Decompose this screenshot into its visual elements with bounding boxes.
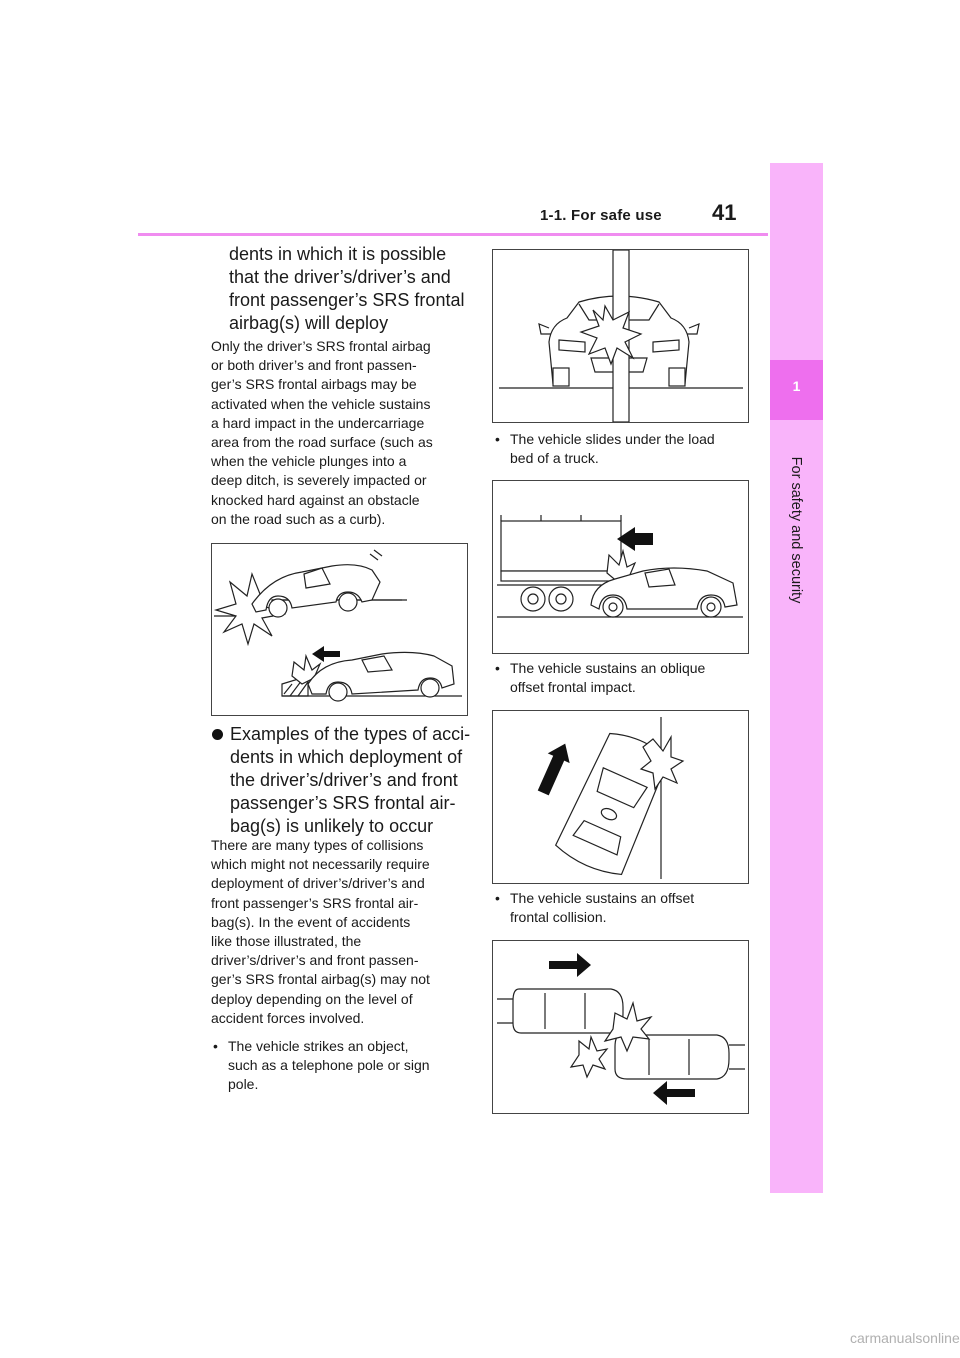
bullet-mark: • [495, 431, 500, 447]
bullet-telephone-pole: • The vehicle strikes an object, such as… [211, 1037, 430, 1095]
heading-line: Examples of the types of acci- [230, 724, 471, 744]
text-line: accident forces involved. [211, 1009, 365, 1026]
text-line: deploy depending on the level of [211, 990, 413, 1007]
text-line: frontal collision. [510, 909, 607, 926]
bullet-mark: • [495, 660, 500, 676]
heading-line: dents in which deployment of [230, 747, 463, 767]
text-line: bed of a truck. [510, 450, 599, 467]
heading-bullet-dot [212, 729, 223, 740]
text-line: driver’s/driver’s and front passen- [211, 952, 419, 969]
header-rule [138, 233, 768, 236]
figure-offset-frontal-collision [492, 940, 749, 1114]
figure-truck-underride [492, 480, 749, 654]
text-line: Only the driver’s SRS frontal airbag [211, 338, 431, 354]
bullet-offset-frontal: • The vehicle sustains an offset frontal… [493, 889, 694, 927]
text-line: The vehicle sustains an oblique [510, 660, 706, 676]
bullet-oblique-offset: • The vehicle sustains an oblique offset… [493, 659, 705, 697]
heading-line: dents in which it is possible [229, 244, 447, 264]
chapter-side-tab [770, 163, 823, 1193]
heading-line: airbag(s) will deploy [229, 313, 389, 333]
text-line: The vehicle strikes an object, [228, 1038, 409, 1054]
text-line: There are many types of collisions [211, 837, 424, 853]
heading-continued: dents in which it is possible that the d… [229, 243, 464, 335]
page-number: 41 [712, 200, 737, 225]
heading-line: that the driver’s/driver’s and [229, 267, 451, 287]
text-line: pole. [228, 1076, 259, 1093]
text-line: deployment of driver’s/driver’s and [211, 875, 425, 892]
text-line: The vehicle slides under the load [510, 431, 715, 447]
heading-line: passenger’s SRS frontal air- [230, 793, 456, 813]
watermark: carmanualsonline.info [850, 1330, 960, 1346]
text-line: ger’s SRS frontal airbag(s) may not [211, 971, 430, 988]
figure-pole-impact [492, 249, 749, 423]
bullet-mark: • [213, 1038, 218, 1054]
text-line: area from the road surface (such as [211, 434, 433, 451]
text-line: The vehicle sustains an offset [510, 890, 695, 906]
heading-line: bag(s) is unlikely to occur [230, 816, 434, 836]
text-line: on the road such as a curb). [211, 510, 386, 527]
heading-line: the driver’s/driver’s and front [230, 770, 458, 790]
paragraph-undercarriage: Only the driver’s SRS frontal airbag or … [211, 337, 433, 529]
text-line: ger’s SRS frontal airbags may be [211, 376, 417, 393]
text-line: knocked hard against an obstacle [211, 491, 420, 508]
text-line: offset frontal impact. [510, 679, 636, 696]
text-line: or both driver’s and front passen- [211, 357, 417, 374]
text-line: like those illustrated, the [211, 933, 362, 950]
bullet-truck: • The vehicle slides under the load bed … [493, 430, 715, 468]
heading-unlikely-deploy: Examples of the types of acci- dents in … [212, 723, 470, 838]
text-line: deep ditch, is severely impacted or [211, 472, 427, 489]
text-line: such as a telephone pole or sign [228, 1057, 430, 1074]
text-line: when the vehicle plunges into a [211, 453, 407, 470]
heading-line: front passenger’s SRS frontal [229, 290, 465, 310]
figure-oblique-offset [492, 710, 749, 884]
text-line: which might not necessarily require [211, 856, 430, 873]
paragraph-collision-types: There are many types of collisions which… [211, 836, 430, 1028]
text-line: a hard impact in the undercarriage [211, 414, 425, 431]
section-title: 1-1. For safe use [540, 207, 662, 224]
text-line: bag(s). In the event of accidents [211, 913, 411, 930]
text-line: front passenger’s SRS frontal air- [211, 894, 419, 911]
bullet-mark: • [495, 890, 500, 906]
chapter-title: For safety and security [788, 456, 804, 604]
chapter-number: 1 [792, 378, 801, 394]
text-line: activated when the vehicle sustains [211, 395, 431, 412]
chapter-number-box [770, 360, 823, 420]
figure-undercarriage-impact [211, 543, 468, 716]
